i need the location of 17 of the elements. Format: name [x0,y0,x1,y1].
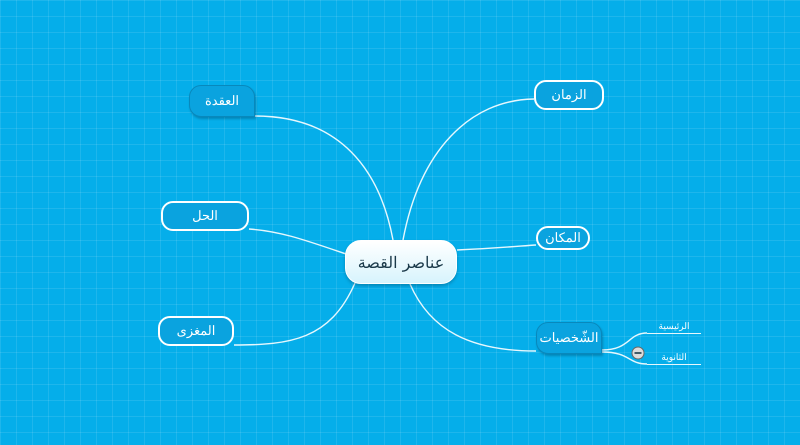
central-topic: عناصر القصة [345,240,457,284]
branch-line [409,284,536,352]
branch-line [402,98,534,240]
branch-line [234,282,356,346]
branch-line [248,228,346,255]
branch-line [602,332,648,351]
branch-line [456,244,536,251]
topic-box: العقدة [189,85,255,117]
topic-box: المغزى [158,316,234,346]
subtopic-label: الثانوية [647,349,701,365]
subtopic-label: الرئيسية [647,318,701,334]
topic-box: الشّخصيات [536,322,602,354]
branch-line [602,351,648,365]
topic-box: الحل [161,201,249,231]
topic-box: المكان [536,226,590,250]
branch-line [254,115,394,240]
topic-box: الزمان [534,80,604,110]
